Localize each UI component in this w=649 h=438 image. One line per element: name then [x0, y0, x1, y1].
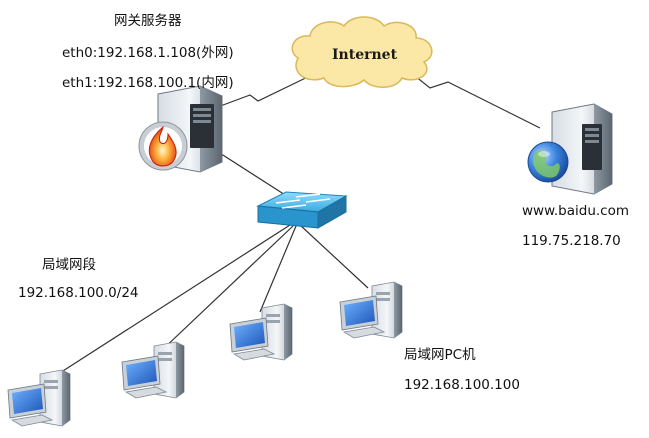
- link-gateway-internet: [214, 71, 319, 109]
- link-switch-pc4: [299, 224, 369, 289]
- pc-ip: 192.168.100.100: [404, 377, 520, 393]
- internet-cloud: Internet: [291, 16, 433, 88]
- network-switch-icon: [256, 191, 348, 229]
- globe-server-icon: [527, 103, 613, 195]
- firewall-server-icon: [138, 85, 223, 173]
- network-switch: [256, 191, 348, 229]
- lan-title: 局域网段: [42, 257, 96, 273]
- link-internet-webserver: [404, 67, 541, 129]
- web-server: [527, 103, 613, 195]
- link-switch-pc3: [259, 225, 297, 313]
- lan-subnet: 192.168.100.0/24: [18, 285, 139, 301]
- webserver-host: www.baidu.com: [522, 203, 630, 219]
- internet-label: Internet: [332, 47, 398, 63]
- gateway-title: 网关服务器: [114, 13, 182, 29]
- pc-title: 局域网PC机: [404, 347, 476, 363]
- link-switch-pc2: [159, 225, 294, 353]
- webserver-ip: 119.75.218.70: [522, 233, 621, 249]
- link-switch-pc1: [51, 224, 291, 379]
- desktop-computer-icon: [121, 341, 185, 399]
- cloud-icon: [291, 16, 433, 88]
- desktop-computer-icon: [229, 303, 293, 361]
- pc-group: [7, 281, 403, 427]
- desktop-computer-icon: [7, 369, 71, 427]
- link-gateway-switch: [214, 149, 294, 201]
- gateway-eth0: eth0:192.168.1.108(外网): [62, 45, 234, 61]
- desktop-computer-icon: [339, 281, 403, 339]
- gateway-eth1: eth1:192.168.100.1(内网): [62, 75, 234, 91]
- gateway-server: [138, 85, 223, 173]
